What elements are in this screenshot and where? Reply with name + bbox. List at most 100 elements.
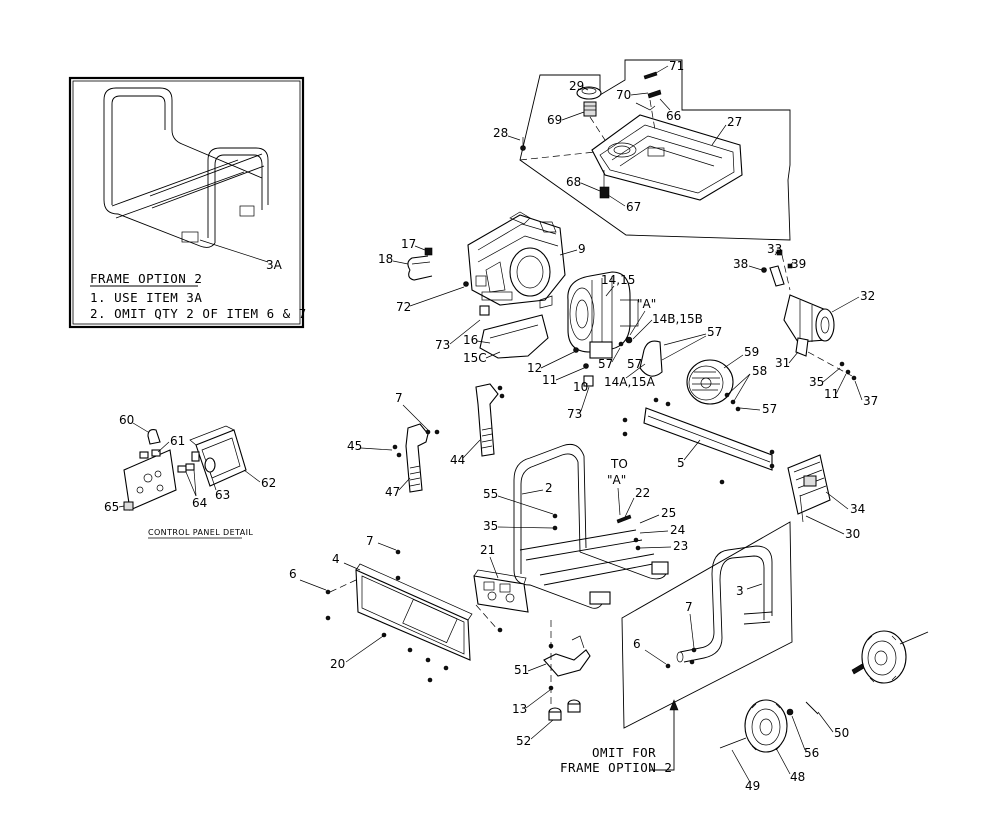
omit-note-line1: OMIT FOR xyxy=(592,745,656,760)
handle-left xyxy=(392,423,440,493)
callout-66: 66 xyxy=(666,109,681,123)
callout-37: 37 xyxy=(863,394,878,408)
front-panel-group xyxy=(325,549,529,683)
callout-67: 67 xyxy=(626,200,641,214)
callout-73-top: 73 xyxy=(435,338,450,352)
fuel-cap xyxy=(576,86,602,100)
callout-39: 39 xyxy=(791,257,806,271)
callout-3: 3 xyxy=(736,584,744,598)
callout-55: 55 xyxy=(483,487,498,501)
callout-14b-15b: 14B,15B xyxy=(652,312,703,326)
callout-59: 59 xyxy=(744,345,759,359)
to-a-line1: TO xyxy=(610,457,628,471)
handles-group: 7 45 44 47 xyxy=(347,383,505,499)
callout-23: 23 xyxy=(673,539,688,553)
callout-33: 33 xyxy=(767,242,782,256)
callout-35-frame: 35 xyxy=(483,519,498,533)
callout-71: 71 xyxy=(669,59,684,73)
callout-27: 27 xyxy=(727,115,742,129)
callout-12: 12 xyxy=(527,361,542,375)
callout-72: 72 xyxy=(396,300,411,314)
callout-2: 2 xyxy=(545,481,553,495)
cross-brace xyxy=(622,397,775,485)
callout-11-muffler: 11 xyxy=(824,387,839,401)
callout-4: 4 xyxy=(332,552,340,566)
control-panel-caption: CONTROL PANEL DETAIL xyxy=(148,528,253,537)
callout-73-bottom: 73 xyxy=(567,407,582,421)
fuel-strainer xyxy=(583,101,597,117)
callout-60: 60 xyxy=(119,413,134,427)
frame-option-inset: 3A FRAME OPTION 2 1. USE ITEM 3A 2. OMIT… xyxy=(68,76,307,329)
callout-68: 68 xyxy=(566,175,581,189)
callout-5: 5 xyxy=(677,456,685,470)
front-panel xyxy=(355,563,473,661)
callout-35-muffler: 35 xyxy=(809,375,824,389)
callout-24: 24 xyxy=(670,523,685,537)
callout-22: 22 xyxy=(635,486,650,500)
callout-38: 38 xyxy=(733,257,748,271)
callout-65: 65 xyxy=(104,500,119,514)
callout-31: 31 xyxy=(775,356,790,370)
main-frame xyxy=(513,443,669,609)
muffler-gasket xyxy=(769,265,785,287)
fuel-tank-group: 29 71 70 66 27 69 28 68 67 xyxy=(493,59,791,241)
callout-50: 50 xyxy=(834,726,849,740)
alternator-group: 16 15C 12 11 10 73 57 14,15 "A" 14B,15B xyxy=(463,271,703,421)
control-panel-faceplate xyxy=(123,449,177,511)
callout-11-left: 11 xyxy=(542,373,557,387)
wheel-kit-frame xyxy=(665,545,773,669)
callout-29: 29 xyxy=(569,79,584,93)
inset-frame-drawing xyxy=(103,87,269,263)
callout-69: 69 xyxy=(547,113,562,127)
callout-57-b: 57 xyxy=(707,325,722,339)
omit-note-line2: FRAME OPTION 2 xyxy=(560,760,672,775)
wheel-right xyxy=(851,630,929,684)
callout-32: 32 xyxy=(860,289,875,303)
callout-7-kit: 7 xyxy=(685,600,693,614)
callout-6-front: 6 xyxy=(289,567,297,581)
foot-bracket xyxy=(543,620,591,721)
callout-10: 10 xyxy=(573,380,588,394)
callout-70: 70 xyxy=(616,88,631,102)
callout-61: 61 xyxy=(170,434,185,448)
callout-48: 48 xyxy=(790,770,805,784)
frame-option-line2: 2. OMIT QTY 2 OF ITEM 6 & 7 xyxy=(90,306,307,321)
callout-47: 47 xyxy=(385,485,400,499)
callout-3a: 3A xyxy=(266,258,283,272)
wheel-bottom xyxy=(719,699,819,753)
callout-57-a: 57 xyxy=(598,357,613,371)
callout-7-handle: 7 xyxy=(395,391,403,405)
callout-58: 58 xyxy=(752,364,767,378)
callout-49: 49 xyxy=(745,779,760,793)
callout-52: 52 xyxy=(516,734,531,748)
callout-20: 20 xyxy=(330,657,345,671)
engine xyxy=(467,211,566,309)
callout-34: 34 xyxy=(850,502,865,516)
handle-right xyxy=(475,383,505,457)
callout-57-d: 57 xyxy=(762,402,777,416)
callout-13: 13 xyxy=(512,702,527,716)
callout-16: 16 xyxy=(463,333,478,347)
callout-25: 25 xyxy=(661,506,676,520)
fuel-tank xyxy=(591,114,743,201)
callout-7-panel: 7 xyxy=(366,534,374,548)
fan-guard xyxy=(686,359,734,405)
callout-14-15: 14,15 xyxy=(601,273,635,287)
callout-14a-15a: 14A,15A xyxy=(604,375,656,389)
alternator-cover xyxy=(639,340,663,377)
engine-group: 17 9 18 72 73 xyxy=(378,211,586,352)
to-a-line2: "A" xyxy=(607,473,626,487)
callout-9: 9 xyxy=(578,242,586,256)
control-panel-detail: 60 61 62 63 64 65 CONTROL PANEL DETAIL xyxy=(104,413,276,539)
callout-64: 64 xyxy=(192,496,207,510)
callout-15c: 15C xyxy=(463,351,487,365)
rear-cover-group: 57 14A,15A 57 59 58 57 xyxy=(604,325,777,416)
fuel-valve xyxy=(599,170,610,199)
callout-21: 21 xyxy=(480,543,495,557)
engine-support-bracket xyxy=(479,314,549,359)
frame-option-title: FRAME OPTION 2 xyxy=(90,271,202,286)
callout-30: 30 xyxy=(845,527,860,541)
wheel-kit-panel xyxy=(621,521,793,771)
callout-28: 28 xyxy=(493,126,508,140)
